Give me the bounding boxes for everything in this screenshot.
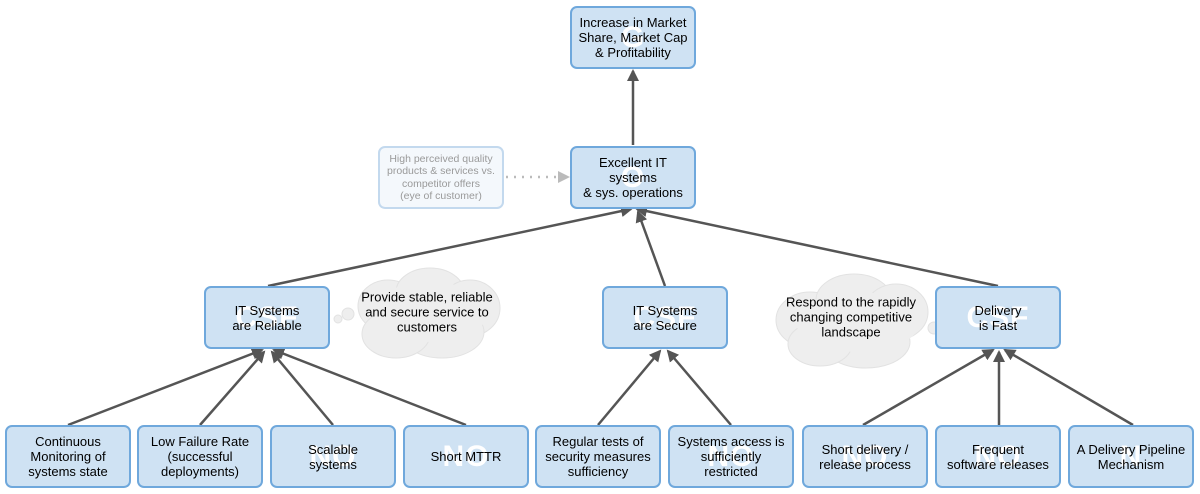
arrow-tests-to-secure (597, 349, 662, 426)
node-label: Excellent IT systems & sys. operations (583, 155, 683, 200)
arrow-monitoring-to-reliable (67, 348, 264, 427)
node-label: IT Systems are Secure (632, 302, 698, 333)
node-label: A Delivery Pipeline Mechanism (1076, 441, 1186, 472)
node-label: Short delivery / release process (819, 441, 911, 472)
node-mttr[interactable]: NO Short MTTR (403, 425, 529, 488)
arrow-short-delivery-to-fast (862, 348, 995, 427)
node-pipeline[interactable]: N A Delivery Pipeline Mechanism (1068, 425, 1194, 488)
cloud-reliable-note: Provide stable, reliable and secure serv… (330, 262, 502, 362)
arrow-reliable-to-o (267, 205, 633, 288)
node-label: Continuous Monitoring of systems state (28, 434, 108, 479)
node-label: Frequent software releases (947, 441, 1049, 472)
node-label: High perceived quality products & servic… (387, 152, 495, 203)
node-it-excellence[interactable]: O Excellent IT systems & sys. operations (570, 146, 696, 209)
node-watermark: O (620, 160, 646, 194)
node-watermark: CSF (235, 300, 299, 334)
node-scalable[interactable]: NO Scalable systems (270, 425, 396, 488)
node-label: Low Failure Rate (successful deployments… (150, 434, 250, 479)
node-perceived-quality[interactable]: High perceived quality products & servic… (378, 146, 504, 209)
node-label: Increase in Market Share, Market Cap & P… (578, 15, 688, 60)
node-watermark: NO (442, 439, 490, 473)
arrow-scalable-to-reliable (270, 350, 334, 426)
arrow-failure-to-reliable (199, 350, 266, 426)
node-label: Scalable systems (308, 441, 358, 472)
node-goal[interactable]: G Increase in Market Share, Market Cap &… (570, 6, 696, 69)
node-failure-rate[interactable]: Low Failure Rate (successful deployments… (137, 425, 263, 488)
node-label: Short MTTR (430, 449, 502, 464)
arrow-secure-to-o (635, 210, 667, 287)
node-watermark: NO (707, 439, 755, 473)
node-reliable[interactable]: CSF IT Systems are Reliable (204, 286, 330, 349)
node-watermark: NO (974, 439, 1022, 473)
node-watermark: NO (309, 439, 357, 473)
node-watermark: CSF (966, 300, 1030, 334)
node-label: Systems access is sufficiently restricte… (677, 434, 785, 479)
cloud-fast-note: Respond to the rapidly changing competit… (770, 268, 956, 372)
cloud-shape-icon (775, 273, 952, 369)
node-label: Delivery is Fast (974, 302, 1022, 333)
node-label: Regular tests of security measures suffi… (545, 434, 651, 479)
node-watermark: G (620, 20, 646, 54)
arrow-access-to-secure (666, 349, 732, 426)
node-watermark: CSF (633, 300, 697, 334)
node-secure[interactable]: CSF IT Systems are Secure (602, 286, 728, 349)
node-security-tests[interactable]: Regular tests of security measures suffi… (535, 425, 661, 488)
cloud-shape-icon (333, 267, 501, 359)
arrow-mttr-to-reliable (272, 348, 467, 427)
node-monitoring[interactable]: Continuous Monitoring of systems state (5, 425, 131, 488)
node-watermark: N (1119, 439, 1143, 473)
node-fast[interactable]: CSF Delivery is Fast (935, 286, 1061, 349)
node-watermark: NO (841, 439, 889, 473)
node-access[interactable]: NO Systems access is sufficiently restri… (668, 425, 794, 488)
arrow-pipeline-to-fast (1003, 348, 1134, 427)
node-label: IT Systems are Reliable (232, 302, 302, 333)
cloud-reliable-text: Provide stable, reliable and secure serv… (361, 289, 493, 335)
cloud-fast-text: Respond to the rapidly changing competit… (785, 294, 917, 340)
node-frequent-releases[interactable]: NO Frequent software releases (935, 425, 1061, 488)
node-short-delivery[interactable]: NO Short delivery / release process (802, 425, 928, 488)
arrow-fast-to-o (635, 205, 999, 288)
